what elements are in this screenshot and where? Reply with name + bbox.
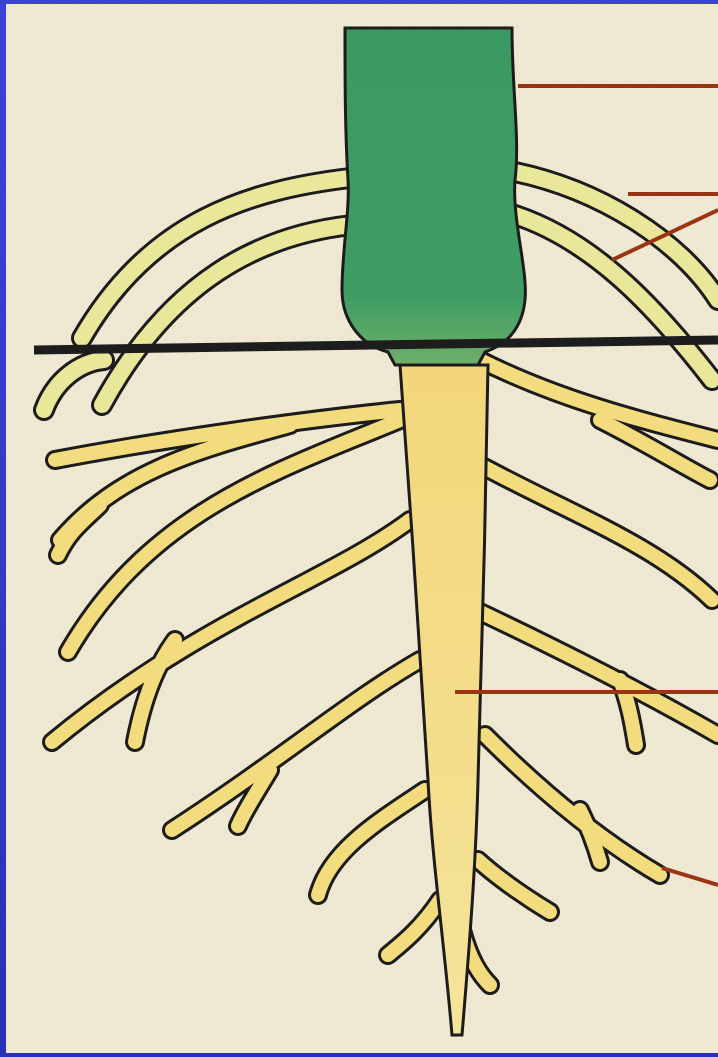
stem <box>342 28 525 365</box>
